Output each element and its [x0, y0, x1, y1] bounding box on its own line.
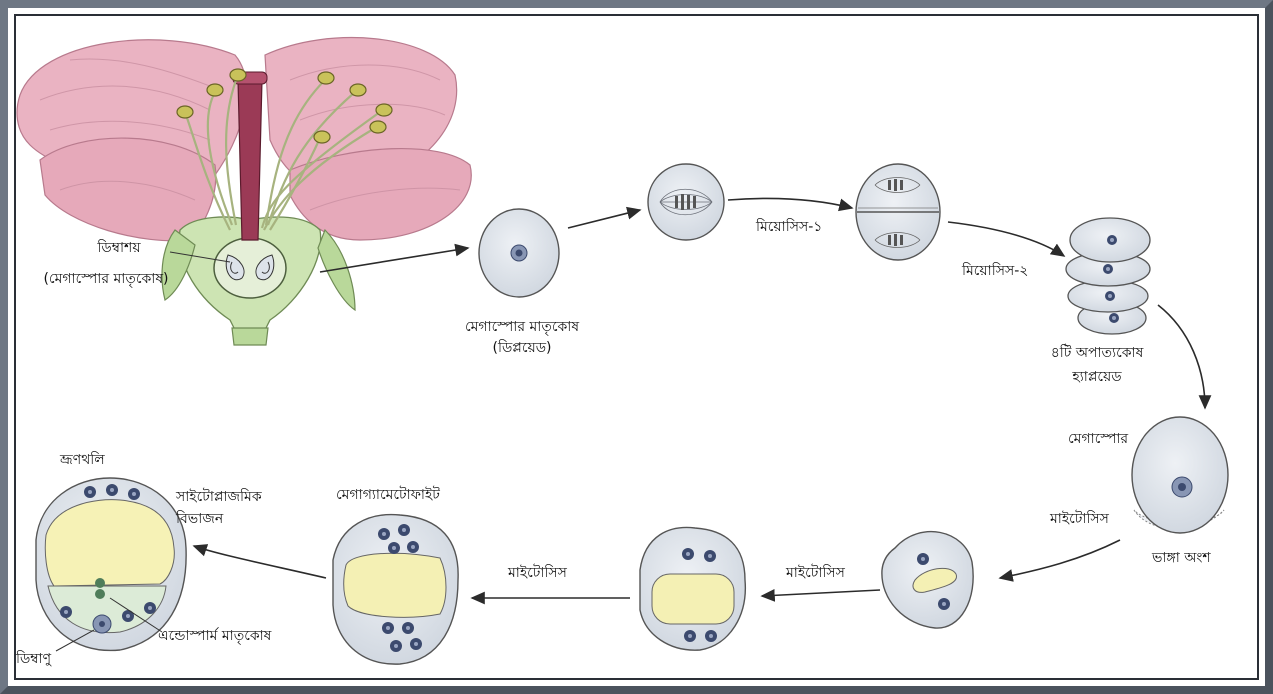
pistil-style — [238, 80, 262, 240]
megagametophyte-cell — [333, 515, 458, 665]
label-mitosis-1: মাইটোসিস — [1050, 510, 1109, 529]
label-megaspore: মেগাস্পোর — [1068, 430, 1128, 449]
label-egg: ডিম্বাণু — [16, 650, 51, 669]
petal-right-low — [290, 149, 471, 240]
arrow-to-embryo-sac — [194, 546, 326, 578]
meiosis-metaphase-cell — [648, 164, 724, 240]
label-embryo-sac: ভ্রূণথলি — [60, 451, 105, 470]
label-cytoplasmic-sub: বিভাজন — [176, 510, 223, 529]
label-mmc: মেগাস্পোর মাতৃকোষ — [432, 318, 612, 337]
label-mitosis-2: মাইটোসিস — [786, 564, 845, 583]
two-nucleate-cell — [882, 532, 973, 628]
label-ovary-sub: (মেগাস্পোর মাতৃকোষ) — [16, 270, 196, 289]
flower-illustration — [17, 38, 471, 345]
arrow-mmc-to-metaphase — [568, 210, 640, 228]
functional-megaspore — [1132, 417, 1228, 533]
meiosis1-dyad — [856, 164, 940, 260]
arrow-to-meiosis1 — [728, 198, 852, 208]
label-meiosis2: মিয়োসিস-২ — [962, 262, 1028, 281]
label-mmc-sub: (ডিপ্লয়েড) — [432, 339, 612, 358]
label-degenerate: ভাঙ্গা অংশ — [1152, 549, 1211, 568]
label-four-cells: ৪টি অপাত্যকোষ — [1022, 344, 1172, 363]
arrow-megaspore-to-mitosis — [1000, 540, 1120, 578]
arrow-to-meiosis2 — [948, 222, 1064, 256]
stalk — [232, 328, 268, 345]
label-endosperm: এন্ডোস্পার্ম মাতৃকোষ — [158, 627, 271, 646]
label-meiosis1: মিয়োসিস-১ — [756, 218, 822, 237]
embryo-sac — [36, 478, 186, 650]
arrow-mitosis-2 — [762, 590, 880, 596]
label-ovary: ডিম্বাশয় — [44, 239, 194, 258]
label-megagametophyte: মেগাগ্যামেটোফাইট — [336, 486, 440, 505]
four-nucleate-cell — [640, 527, 745, 650]
label-four-cells-sub: হ্যাপ্লয়েড — [1022, 368, 1172, 387]
label-mitosis-3: মাইটোসিস — [508, 564, 567, 583]
tetrad-four-cells — [1066, 218, 1150, 334]
label-cytoplasmic: সাইটোপ্লাজমিক — [176, 488, 262, 507]
ovary — [214, 238, 286, 298]
megaspore-mother-cell — [479, 209, 559, 297]
